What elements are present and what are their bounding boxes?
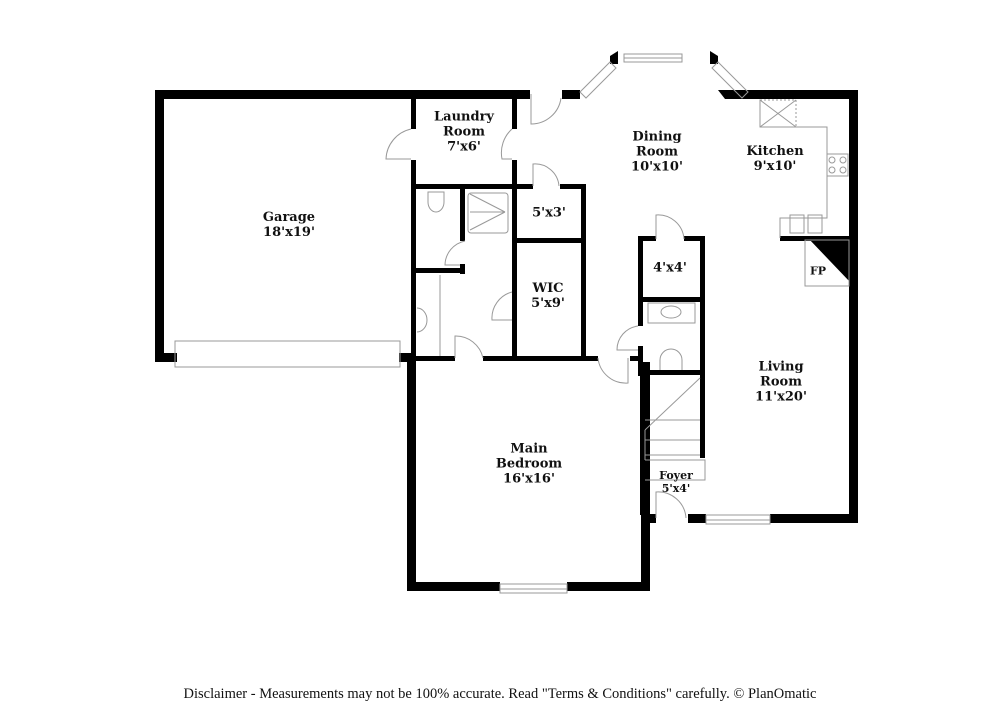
room-dimensions: 9'x10' [753, 159, 797, 174]
room-name: Foyer [659, 469, 693, 482]
room-name: Kitchen [746, 144, 804, 159]
room-name-line2: Room [443, 124, 485, 140]
fixtures [174, 53, 850, 594]
disclaimer-text: Disclaimer - Measurements may not be 100… [183, 686, 817, 702]
room-name-line2: Room [636, 144, 678, 160]
room-fireplace: FP [810, 265, 826, 278]
interior-walls [411, 99, 850, 515]
room-dimensions: 7'x6' [447, 139, 481, 155]
room-garage: Garage 18'x19' [263, 210, 315, 240]
room-dimensions: 18'x19' [263, 225, 315, 240]
room-kitchen: Kitchen 9'x10' [746, 144, 803, 174]
room-name-line1: Living [758, 359, 804, 375]
room-living: Living Room 11'x20' [755, 360, 807, 405]
room-dimensions: 4'x4' [653, 260, 687, 276]
room-main-bedroom: Main Bedroom 16'x16' [496, 442, 562, 487]
room-dimensions: 5'x9' [531, 296, 565, 311]
room-name-line1: Main [510, 441, 548, 457]
room-name-line1: Laundry [434, 109, 494, 125]
room-dimensions: 16'x16' [503, 471, 555, 487]
room-closet-4x4: 4'x4' [653, 261, 687, 276]
room-closet-5x3: 5'x3' [532, 206, 566, 221]
room-laundry: Laundry Room 7'x6' [434, 110, 494, 155]
room-name: FP [809, 264, 827, 278]
room-dimensions: 5'x3' [532, 205, 566, 221]
room-dimensions: 5'x4' [661, 482, 691, 495]
room-name-line2: Room [760, 374, 802, 390]
room-name: Garage [262, 210, 316, 225]
room-name-line1: Dining [632, 129, 682, 145]
room-dimensions: 11'x20' [755, 389, 807, 405]
room-name: WIC [532, 281, 564, 296]
room-wic: WIC 5'x9' [531, 281, 565, 311]
room-dining: Dining Room 10'x10' [631, 130, 683, 175]
exterior-walls [155, 51, 858, 591]
room-dimensions: 10'x10' [631, 159, 683, 175]
room-name-line2: Bedroom [495, 456, 563, 472]
room-foyer: Foyer 5'x4' [659, 469, 693, 495]
